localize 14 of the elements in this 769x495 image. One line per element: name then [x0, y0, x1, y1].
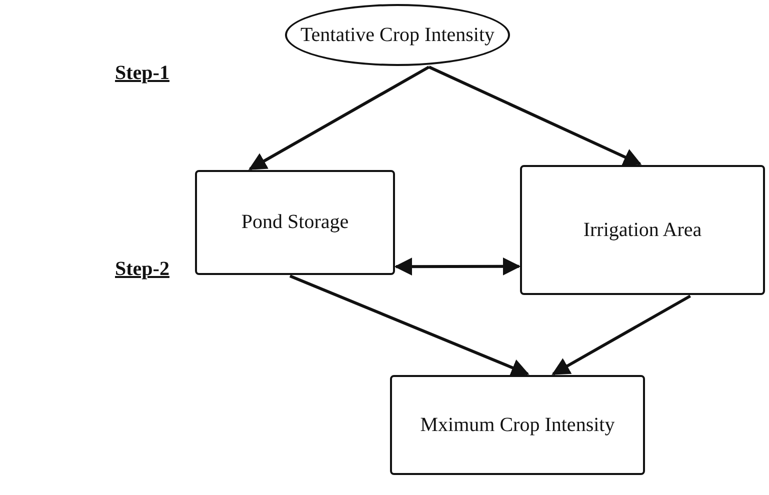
process-box — [520, 165, 765, 295]
node-label: Tentative Crop Intensity — [299, 24, 496, 46]
arrow — [552, 294, 692, 376]
node-label: Irrigation Area — [582, 218, 703, 242]
arrow — [248, 66, 430, 170]
process-box — [390, 375, 645, 475]
arrow — [289, 274, 530, 376]
node-label: Pond Storage — [240, 211, 350, 234]
arrow — [394, 257, 521, 276]
step-label: Step-1 — [115, 62, 170, 85]
step-label: Step-2 — [115, 258, 170, 281]
process-box — [195, 170, 395, 275]
node-label: Mximum Crop Intensity — [419, 414, 616, 436]
arrow — [428, 66, 642, 166]
